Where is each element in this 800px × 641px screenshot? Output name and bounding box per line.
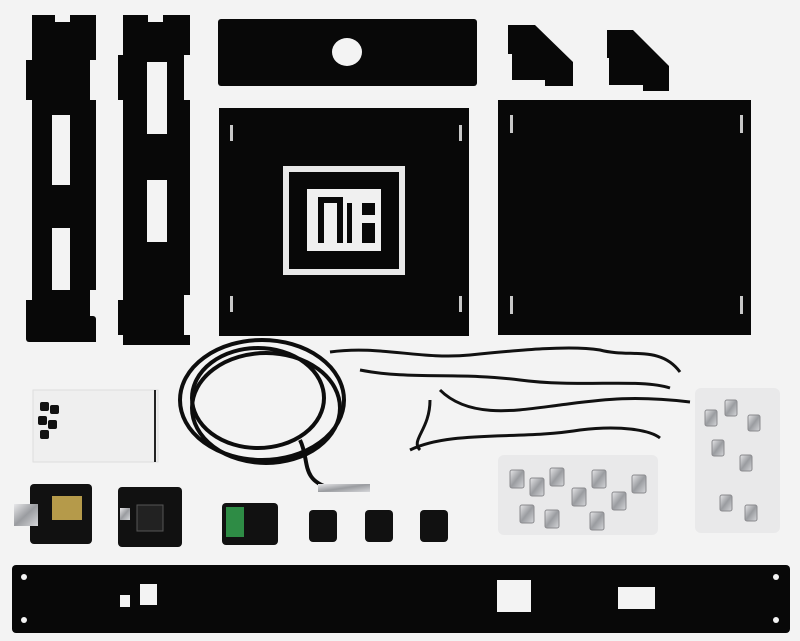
top-plate-with-hole bbox=[218, 19, 477, 86]
side-rail-right bbox=[118, 15, 190, 345]
corner-bracket-right bbox=[607, 30, 669, 91]
small-bricklets bbox=[309, 510, 448, 542]
back-panel-plain bbox=[498, 100, 751, 335]
screw-bags bbox=[498, 388, 780, 535]
coiled-cable bbox=[178, 338, 370, 492]
side-rail-left bbox=[26, 15, 96, 342]
ethernet-master-brick bbox=[14, 484, 92, 544]
bottom-rack-plate bbox=[12, 565, 790, 633]
terminal-bricklet bbox=[222, 503, 278, 545]
front-panel-logo bbox=[219, 108, 469, 336]
usb-master-brick bbox=[118, 487, 182, 547]
twisted-wires bbox=[329, 346, 691, 452]
corner-bracket-left bbox=[508, 25, 573, 86]
rubber-feet-bag bbox=[32, 389, 159, 463]
